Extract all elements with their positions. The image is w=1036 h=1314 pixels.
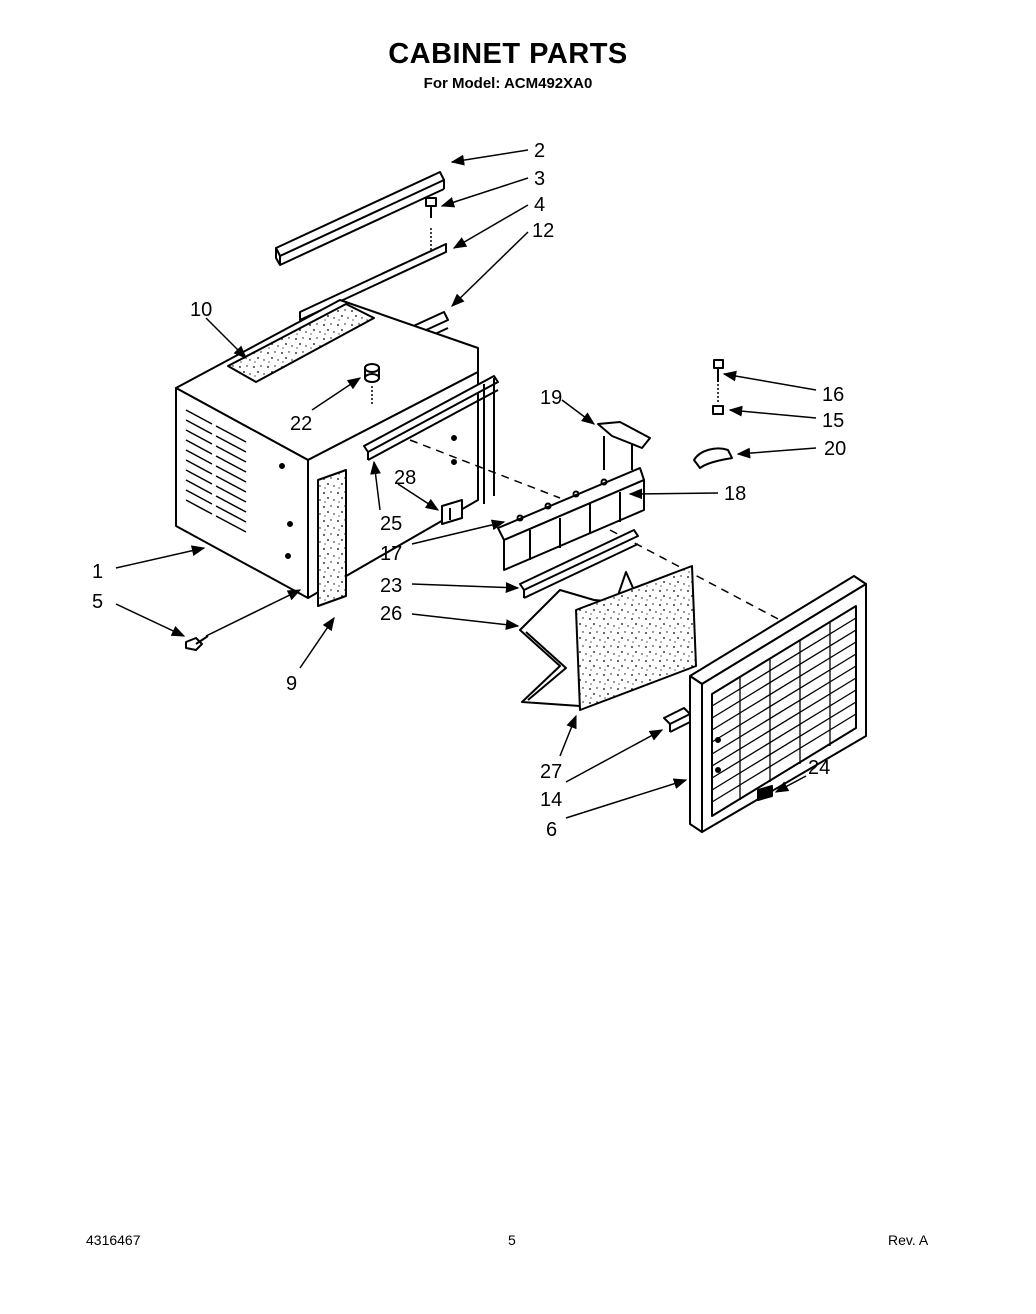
- drain-pan-part: [497, 467, 645, 571]
- callout-25: 25: [380, 513, 402, 535]
- screw-part-3: [425, 197, 437, 218]
- callout-5: 5: [92, 591, 103, 613]
- cabinet-body-part: [175, 299, 479, 599]
- label-part: [757, 785, 773, 801]
- clamp-part: [693, 447, 733, 469]
- callout-28: 28: [394, 467, 416, 489]
- side-gasket-part: [317, 469, 347, 607]
- air-filter-part: [575, 565, 697, 711]
- latch-part: [663, 707, 691, 733]
- model-subtitle: For Model: ACM492XA0: [423, 75, 593, 92]
- clip-part-15: [712, 405, 724, 415]
- doc-number: 4316467: [86, 1232, 141, 1248]
- screw-part-16: [713, 359, 724, 382]
- callout-10: 10: [190, 299, 212, 321]
- front-grille-part: [689, 575, 867, 833]
- side-rail-part: [363, 375, 499, 504]
- page-title: CABINET PARTS: [388, 38, 628, 70]
- grommet-part: [364, 363, 380, 404]
- callout-22: 22: [290, 413, 312, 435]
- callout-2: 2: [534, 140, 545, 162]
- callout-3: 3: [534, 168, 545, 190]
- callout-1: 1: [92, 561, 103, 583]
- callout-labels: 2 3 4 12 10 22 19 16 15 20 28 18 25 17 1…: [92, 140, 846, 841]
- callout-27: 27: [540, 761, 562, 783]
- callout-18: 18: [724, 483, 746, 505]
- callout-6: 6: [546, 819, 557, 841]
- callout-12: 12: [532, 220, 554, 242]
- callout-9: 9: [286, 673, 297, 695]
- callout-14: 14: [540, 789, 562, 811]
- callout-17: 17: [380, 543, 402, 565]
- callout-26: 26: [380, 603, 402, 625]
- revision-label: Rev. A: [888, 1232, 929, 1248]
- bracket-part: [441, 499, 463, 525]
- screw-part-5: [185, 635, 209, 651]
- callout-24: 23: [380, 575, 402, 597]
- top-rail-part: [275, 171, 445, 266]
- page-number: 5: [508, 1232, 516, 1248]
- filter-frame-part: [519, 571, 641, 707]
- callout-16: 16: [822, 384, 844, 406]
- callout-15: 15: [822, 410, 844, 432]
- callout-4: 4: [534, 194, 545, 216]
- lower-rail-part: [519, 529, 639, 599]
- callout-19: 19: [540, 387, 562, 409]
- callout-20: 20: [824, 438, 846, 460]
- control-bracket-part: [597, 421, 651, 470]
- top-filter-part: [227, 303, 375, 383]
- callout-23: 24: [808, 757, 830, 779]
